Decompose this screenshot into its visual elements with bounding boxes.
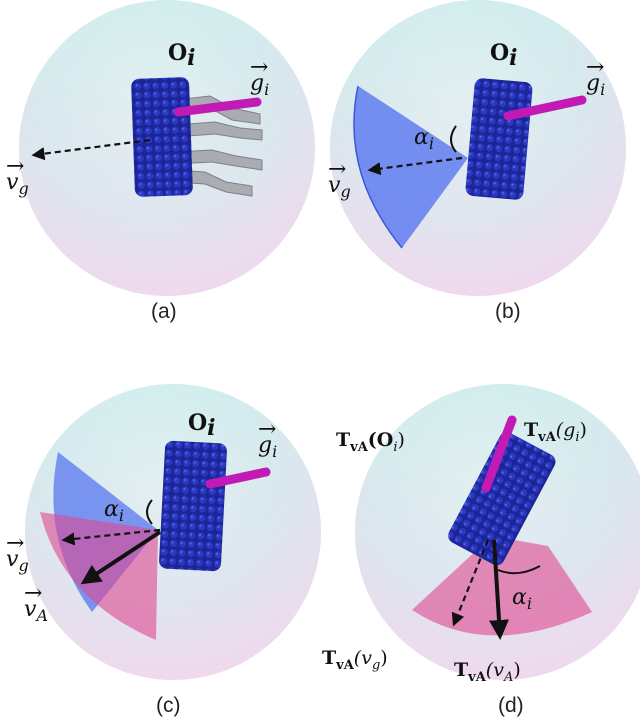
gaze-cone	[353, 86, 468, 248]
gripper-label: gi	[250, 71, 269, 99]
approach-vector	[489, 539, 509, 640]
gripper-vector	[503, 95, 587, 121]
angle-label: αi	[104, 497, 124, 525]
caption: (b)	[495, 300, 521, 323]
gaze-vector	[367, 156, 463, 176]
object-label: Oi	[168, 40, 196, 71]
gaze-label: vg	[328, 173, 351, 201]
gaze-vector	[451, 539, 490, 627]
vector-arrow-glyph: →	[258, 417, 276, 442]
caption: (c)	[156, 694, 181, 717]
object-cylinder	[131, 77, 193, 197]
angle-label: αi	[414, 125, 434, 153]
panel-b: αi Oi gi → vg → (b)	[328, 0, 626, 323]
object-transform-label: TvA(Oi)	[336, 429, 405, 455]
angle-arc	[497, 565, 541, 575]
angle-label: αi	[512, 585, 532, 613]
vector-arrow-glyph: →	[328, 157, 346, 182]
approach-vector	[80, 530, 162, 585]
vector-arrow-glyph: →	[6, 531, 24, 556]
caption: (a)	[151, 300, 177, 323]
vector-arrow-glyph: →	[586, 55, 604, 80]
gripper-label: gi	[258, 433, 277, 461]
gripper-transform-label: TvA(gi)	[524, 419, 587, 445]
object-label: Oi	[188, 410, 216, 441]
angle-arc	[146, 499, 153, 525]
object-cylinder	[159, 440, 227, 572]
panel-d: αi TvA(Oi) TvA(gi) TvA(vg) TvA(vA) (d)	[322, 384, 640, 717]
vector-arrow-glyph: →	[6, 154, 24, 179]
object-cylinder	[448, 432, 556, 566]
gripper-vector	[205, 467, 271, 489]
object-cylinder	[465, 78, 533, 200]
gaze-label: vg	[6, 170, 29, 198]
gripper-label: gi	[586, 71, 605, 99]
panel-c: αi Oi gi → vg → vA → (c)	[6, 384, 321, 717]
caption: (d)	[498, 694, 524, 717]
gaze-transform-label: TvA(vg)	[322, 647, 388, 673]
vector-arrow-glyph: →	[250, 55, 268, 80]
approach-cone	[412, 536, 592, 636]
gripper-vector	[173, 97, 262, 117]
gripper-vector	[481, 415, 517, 493]
approach-label: vA	[24, 597, 48, 625]
angle-arc	[450, 125, 457, 153]
vector-arrow-glyph: →	[24, 581, 42, 606]
gaze-label: vg	[6, 547, 29, 575]
approach-transform-label: TvA(vA)	[454, 659, 521, 685]
object-label: Oi	[490, 40, 518, 71]
gaze-cone-edge	[353, 85, 403, 249]
gaze-vector	[61, 528, 161, 546]
panel-a: Oi gi → vg → (a)	[6, 0, 315, 323]
